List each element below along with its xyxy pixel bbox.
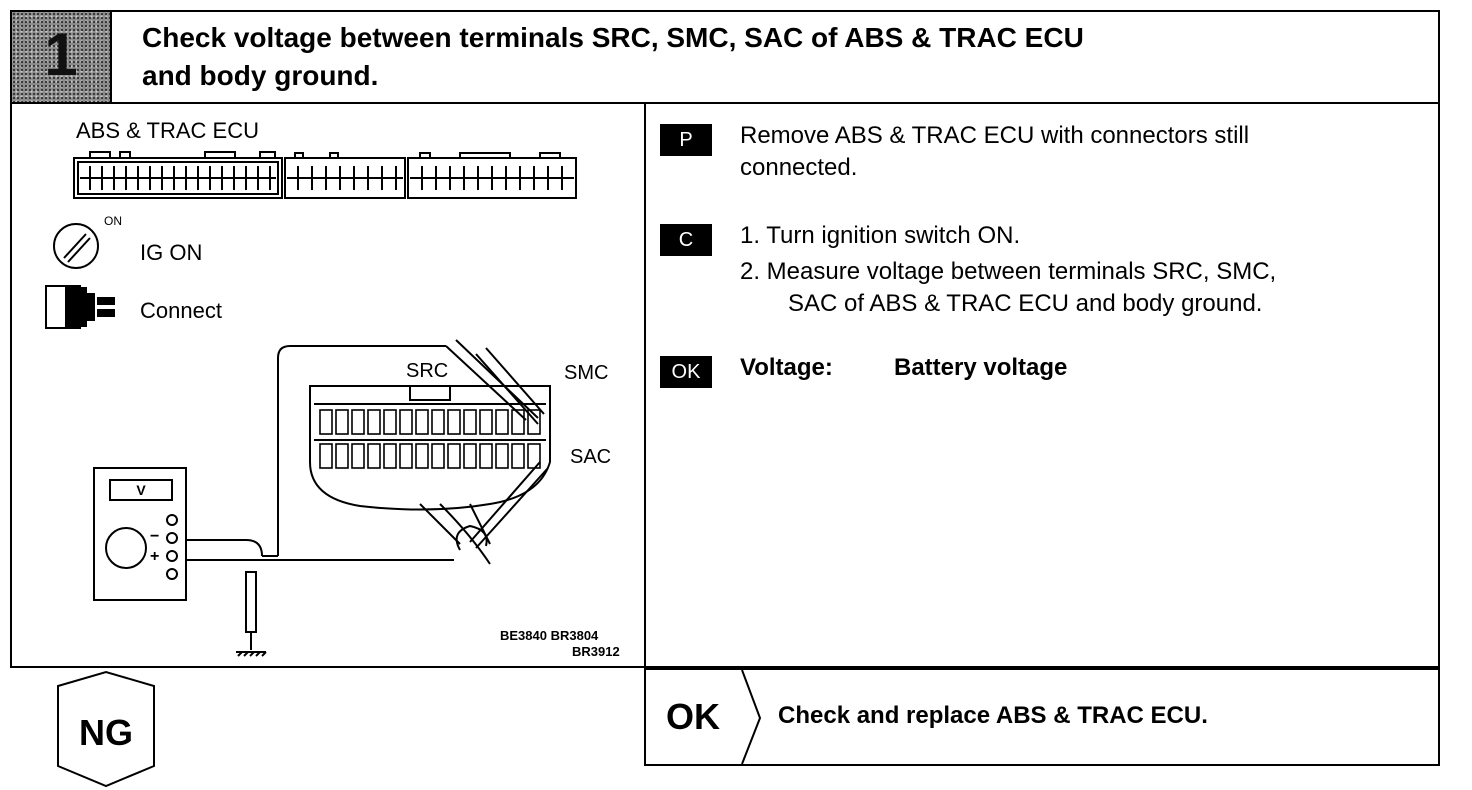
ok-result-action: Check and replace ABS & TRAC ECU. (778, 702, 1208, 729)
title-line-2: and body ground. (142, 60, 379, 91)
terminal-sac-label: SAC (570, 446, 612, 468)
prep-text-line-1: Remove ABS & TRAC ECU with connectors st… (740, 122, 1250, 149)
check-step-1: 1. Turn ignition switch ON. (740, 222, 1021, 249)
test-probes (445, 339, 549, 551)
prep-tag: P (660, 124, 712, 156)
title-line-1: Check voltage between terminals SRC, SMC… (142, 22, 1084, 53)
ok-result-box (644, 668, 1440, 766)
ok-result-label: OK (666, 696, 720, 737)
ng-arrow-icon (57, 670, 155, 788)
meter-display: V (136, 482, 146, 498)
prep-text-line-2: connected. (740, 154, 858, 181)
switch-on-label: ON (104, 214, 122, 228)
ecu-connector-icon (73, 151, 577, 199)
ok-tag: OK (660, 356, 712, 388)
terminal-src-label: SRC (406, 360, 449, 382)
ng-result-label: NG (79, 712, 133, 753)
ok-spec-value: Battery voltage (894, 354, 1068, 381)
ecu-connector-face (309, 385, 551, 565)
ignition-switch-icon (53, 223, 99, 269)
step-number: 1 (44, 21, 78, 88)
ground-probe-icon (236, 571, 267, 657)
meter-leads (186, 345, 454, 561)
ok-spec-label: Voltage: (740, 354, 833, 381)
step-number-badge (12, 12, 112, 102)
connector-icon (45, 285, 115, 329)
check-step-2-line-1: 2. Measure voltage between terminals SRC… (740, 258, 1277, 285)
ref-codes-line-1: BE3840 BR3804 (500, 628, 599, 643)
connect-label: Connect (140, 298, 222, 323)
ecu-label: ABS & TRAC ECU (76, 118, 259, 143)
content-box (10, 102, 1440, 668)
check-step-2-line-2: SAC of ABS & TRAC ECU and body ground. (788, 290, 1263, 317)
terminal-smc-label: SMC (564, 362, 609, 384)
ref-codes-line-2: BR3912 (572, 644, 620, 659)
check-tag: C (660, 224, 712, 256)
meter-minus-label: − (150, 528, 160, 545)
column-divider (644, 102, 646, 668)
ig-on-label: IG ON (140, 240, 203, 265)
multimeter-icon (93, 467, 187, 601)
meter-plus-label: + (150, 548, 160, 565)
